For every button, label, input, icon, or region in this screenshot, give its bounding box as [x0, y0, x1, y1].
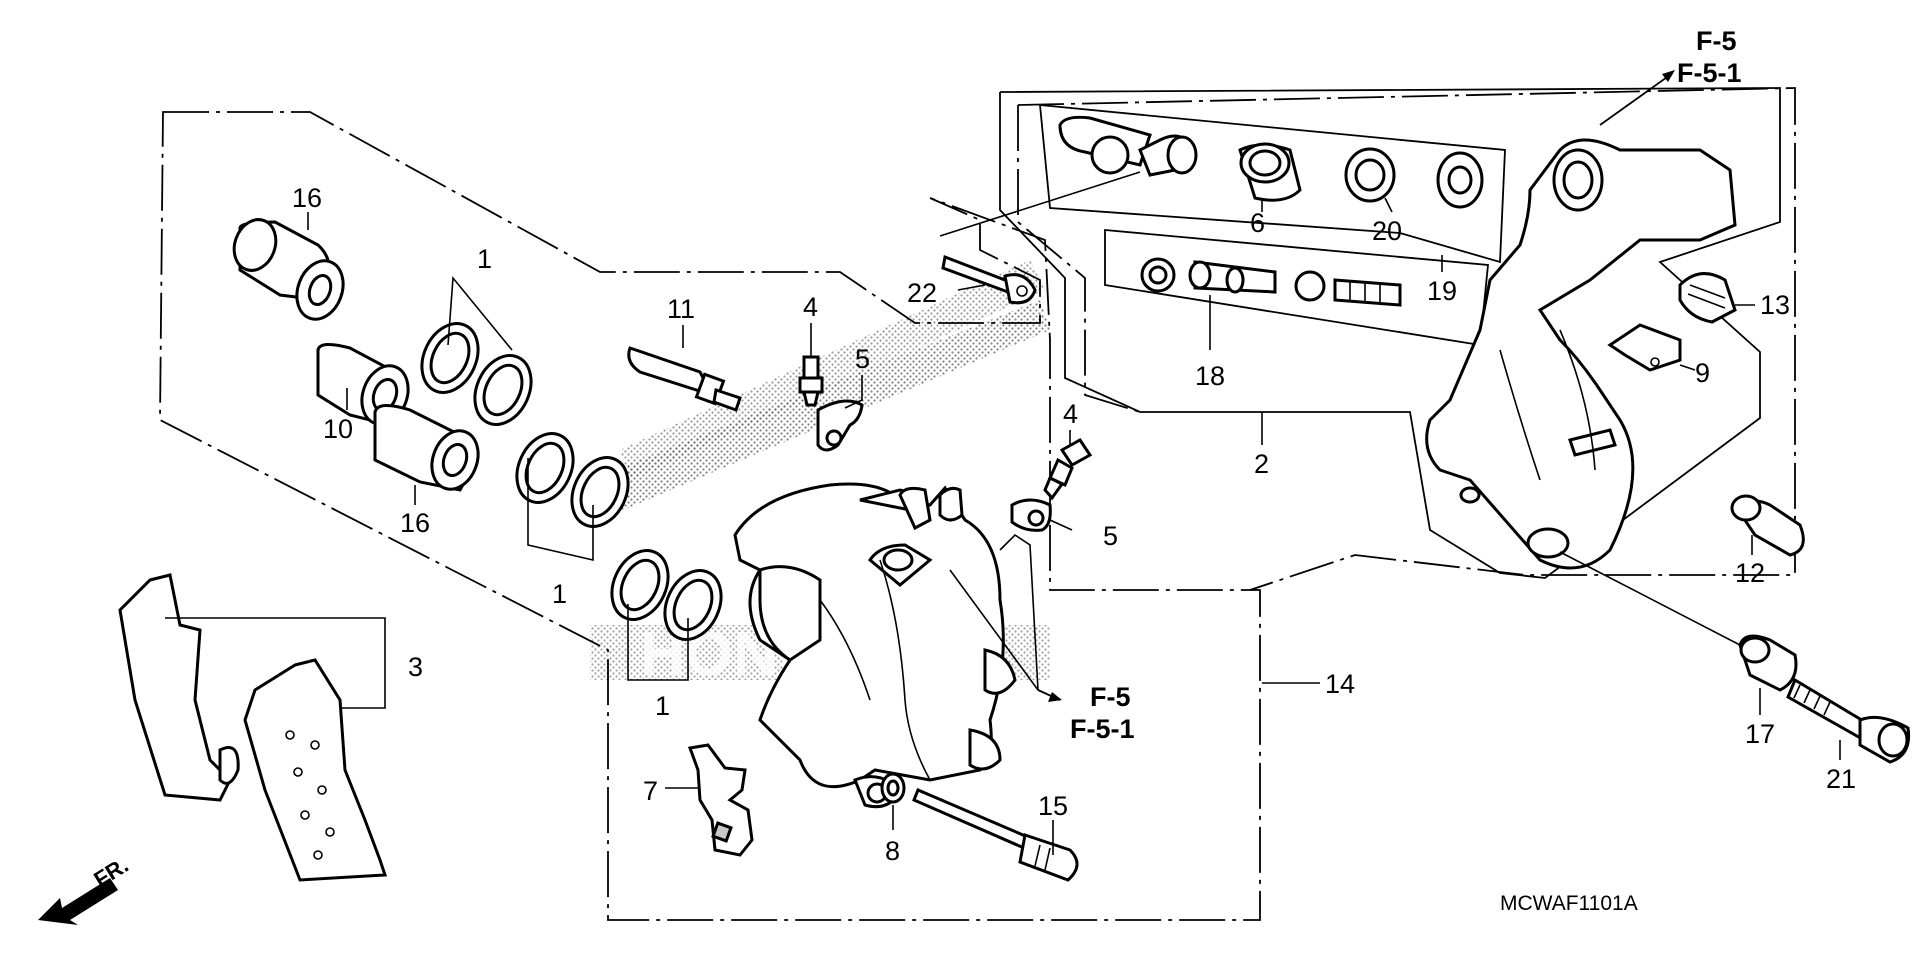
bracket-pin-bolt — [1730, 494, 1805, 557]
brake-pad-rear — [118, 573, 240, 802]
mount-bolt — [1786, 677, 1911, 764]
callout-20: 20 — [1372, 216, 1402, 246]
seal-kit-outline-top — [1017, 87, 1796, 591]
callout-4-upper: 4 — [803, 292, 818, 322]
front-direction-label: FR. — [89, 852, 132, 892]
leader-5a — [844, 375, 863, 409]
slide-pin-set — [1140, 257, 1402, 307]
callout-8: 8 — [885, 836, 900, 866]
callout-7: 7 — [643, 776, 658, 806]
caliper-pin — [627, 346, 742, 412]
leader-9 — [1679, 364, 1696, 371]
leader-top-ref — [1599, 74, 1671, 126]
callout-15: 15 — [1038, 791, 1068, 821]
piston-seals-lower — [610, 549, 723, 641]
callout-19: 19 — [1427, 276, 1457, 306]
bolt-22 — [941, 254, 1037, 305]
bleeder-valve-right — [1043, 438, 1093, 501]
leader-pins-box — [939, 171, 1141, 237]
seal-kit-outline — [1017, 105, 1141, 413]
callout-18: 18 — [1195, 361, 1225, 391]
dust-seal — [1436, 151, 1484, 209]
callout-16-lower: 16 — [400, 508, 430, 538]
ref-mid-line1[interactable]: F-5 — [1090, 682, 1131, 712]
piston-seals-upper — [420, 322, 533, 426]
callout-1-middle: 1 — [552, 579, 567, 609]
leader-22 — [957, 284, 986, 291]
retaining-ring — [1344, 147, 1396, 203]
diagram-code: MCWAF1101A — [1500, 892, 1638, 915]
callout-22: 22 — [907, 278, 937, 308]
callout-6: 6 — [1250, 208, 1265, 238]
callout-11: 11 — [667, 294, 695, 324]
callout-3: 3 — [408, 652, 423, 682]
o-ring — [880, 772, 906, 804]
top-ref-arrowhead — [1662, 70, 1675, 82]
callout-1-upper: 1 — [477, 244, 492, 274]
callout-14: 14 — [1325, 669, 1355, 699]
ref-mid-line2[interactable]: F-5-1 — [1070, 714, 1135, 744]
leader-1c — [627, 604, 689, 681]
piston-seals-middle — [515, 432, 630, 528]
bracket-pin-kit — [1058, 115, 1198, 177]
leader-1b — [527, 458, 594, 562]
callout-17: 17 — [1745, 719, 1775, 749]
caliper-bracket — [1425, 138, 1737, 570]
bracket-seals-box — [1038, 103, 1506, 264]
callout-10: 10 — [323, 414, 353, 444]
bracket-group-outline — [999, 87, 1781, 579]
bushing — [1238, 142, 1302, 202]
bleeder-cap-right — [1010, 498, 1052, 532]
leader-bracket-collar — [1559, 551, 1741, 646]
ref-top-line1[interactable]: F-5 — [1696, 26, 1737, 56]
leader-1a — [447, 275, 513, 351]
sleeve-upper — [232, 218, 345, 321]
leader-20 — [1384, 197, 1393, 213]
callout-5-right: 5 — [1103, 521, 1118, 551]
callout-1-lower: 1 — [655, 691, 670, 721]
front-direction-arrow-icon: FR. — [38, 852, 133, 925]
pin-boot — [1678, 272, 1737, 324]
callout-2: 2 — [1254, 449, 1269, 479]
callout-13: 13 — [1760, 290, 1790, 320]
leader-f5-caliper — [949, 569, 1039, 691]
pad-retainer — [1607, 323, 1682, 372]
callout-9: 9 — [1695, 358, 1710, 388]
caliper-group-outline — [159, 111, 1261, 921]
callout-5-upper: 5 — [855, 344, 870, 374]
leader-f5-bracket — [999, 533, 1039, 691]
ref-top-line2[interactable]: F-5-1 — [1677, 58, 1742, 88]
leader-3 — [165, 617, 386, 709]
brake-pad-front — [243, 658, 388, 882]
bleeder-cap-upper — [816, 399, 864, 452]
mid-ref-arrowhead — [1048, 692, 1062, 702]
collar — [1738, 634, 1798, 692]
sleeve-lower — [373, 404, 480, 492]
callout-4-right: 4 — [1063, 399, 1078, 429]
callout-21: 21 — [1826, 764, 1856, 794]
leader-5b — [1049, 519, 1073, 531]
callout-16-upper: 16 — [292, 183, 322, 213]
slide-pin — [912, 788, 1079, 882]
bleeder-valve-upper — [798, 355, 824, 407]
pad-spring — [687, 743, 754, 857]
caliper-body — [733, 482, 1017, 809]
callout-12: 12 — [1735, 558, 1765, 588]
